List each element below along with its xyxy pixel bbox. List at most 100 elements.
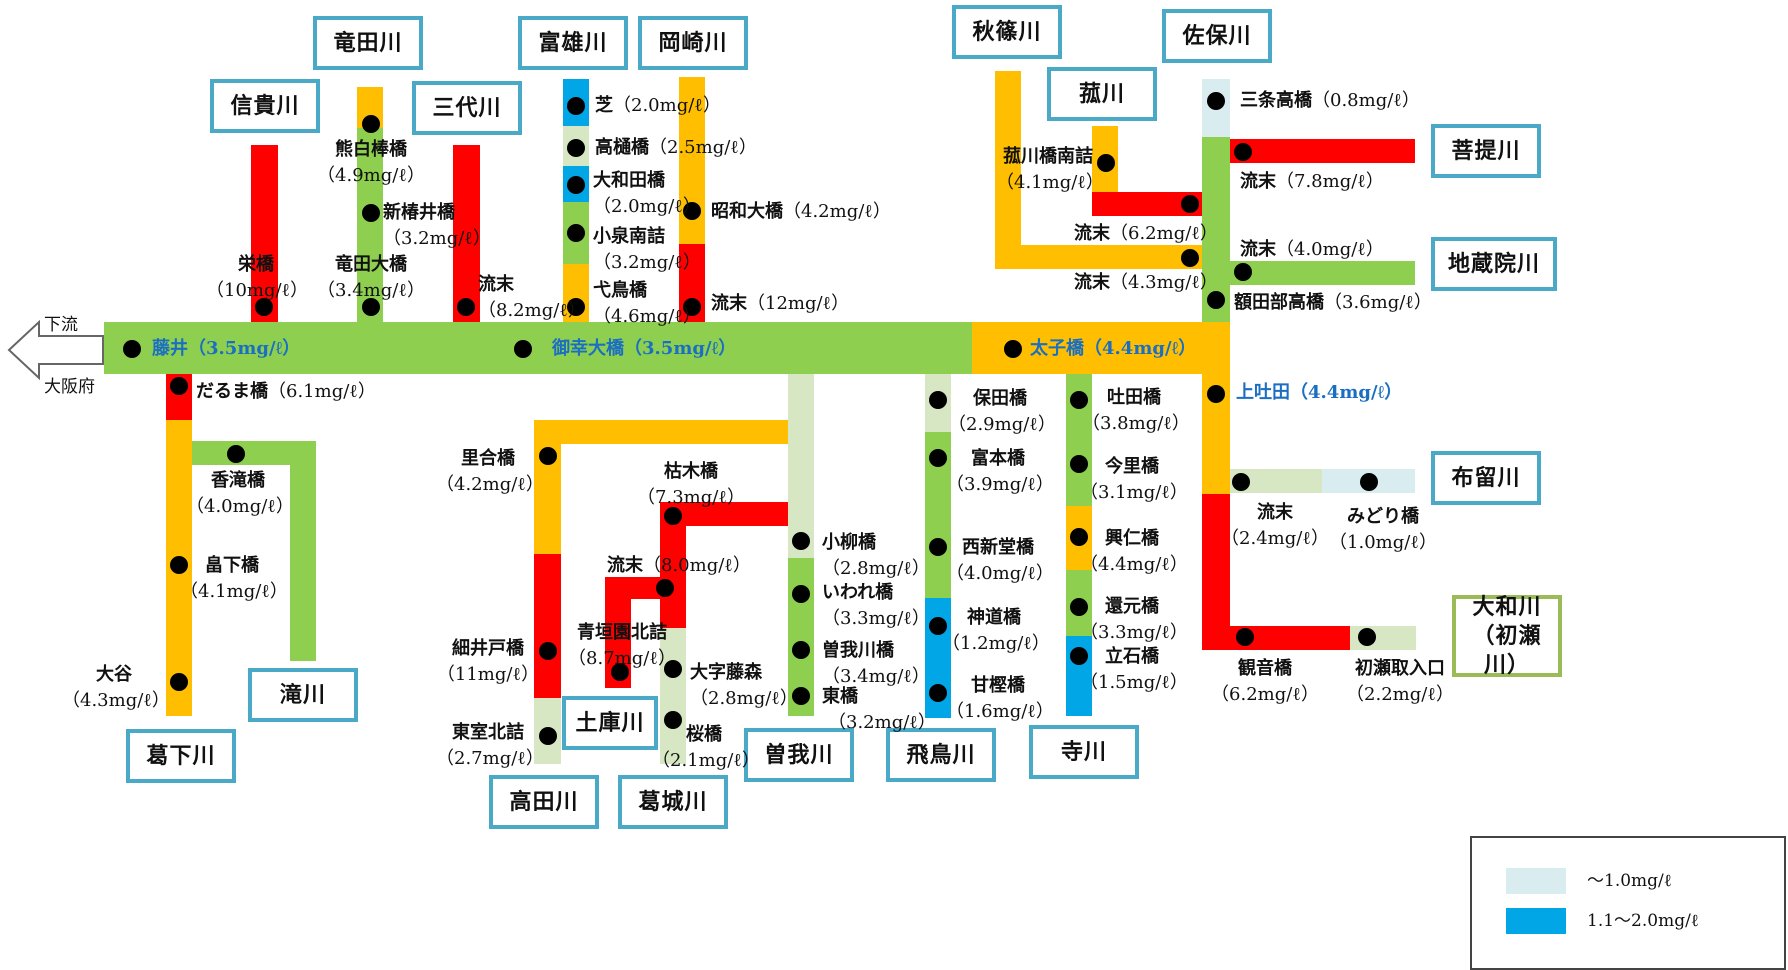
station-label-bodai-ryumatsu: 流末（7.8mg/ℓ） — [1240, 171, 1384, 192]
station-dot — [514, 340, 532, 358]
station-label-otani: 大谷（4.3mg/ℓ） — [62, 664, 170, 711]
station-label-komokita: 菰川橋南詰（4.1mg/ℓ） — [996, 146, 1104, 193]
takigawa-segment-vert — [290, 441, 316, 661]
station-label-koizumi: 小泉南詰（3.2mg/ℓ） — [593, 226, 701, 273]
tatsuta-segment-lower — [357, 128, 383, 322]
station-dot — [255, 298, 273, 316]
river-box-tatsuta: 竜田川 — [313, 16, 423, 70]
downstream-arrow-icon — [7, 319, 104, 381]
river-box-katsuge: 葛下川 — [126, 729, 236, 783]
station-label-shiba: 芝（2.0mg/ℓ） — [595, 95, 721, 116]
station-label-jizo-ryumatsu: 流末（4.0mg/ℓ） — [1240, 239, 1384, 260]
station-label-takahi: 高樋橋（2.5mg/ℓ） — [595, 137, 757, 158]
river-box-asuka: 飛鳥川 — [886, 728, 996, 782]
station-label-fujii: 藤井（3.5mg/ℓ） — [152, 338, 301, 359]
river-box-tomio: 富雄川 — [518, 16, 628, 70]
station-dot — [1070, 455, 1088, 473]
station-label-miyo-ryumatsu: 流末（8.2mg/ℓ） — [478, 274, 586, 321]
station-label-amakashi: 甘樫橋（1.6mg/ℓ） — [946, 675, 1054, 722]
jizoin-segment — [1230, 261, 1415, 285]
station-dot — [1181, 195, 1199, 213]
station-dot — [1181, 249, 1199, 267]
station-dot — [1070, 647, 1088, 665]
station-label-goko: 御幸大橋（3.5mg/ℓ） — [552, 338, 737, 359]
station-dot — [792, 585, 810, 603]
station-label-shintsubai: 新椿井橋（3.2mg/ℓ） — [383, 202, 491, 249]
station-dot — [170, 377, 188, 395]
station-dot — [792, 687, 810, 705]
river-box-okazaki: 岡崎川 — [638, 16, 748, 70]
river-box-saho: 佐保川 — [1162, 9, 1272, 63]
station-label-daruma: だるま橋（6.1mg/ℓ） — [196, 381, 376, 402]
river-box-soga: 曽我川 — [744, 728, 854, 782]
akishino-segment-horiz — [995, 245, 1202, 269]
legend-label-2: 1.1～2.0mg/ℓ — [1587, 911, 1699, 931]
legend-label-1: ～1.0mg/ℓ — [1587, 871, 1672, 891]
station-dot — [567, 97, 585, 115]
station-label-sato: 里合橋（4.2mg/ℓ） — [436, 448, 544, 495]
station-dot — [362, 115, 380, 133]
station-label-okazaki-ryumatsu: 流末（12mg/ℓ） — [711, 293, 850, 314]
station-dot — [539, 727, 557, 745]
station-dot — [1207, 92, 1225, 110]
station-label-hosoido: 細井戸橋（11mg/ℓ） — [436, 638, 540, 685]
mainstream-segment-kannon-vert — [1202, 494, 1230, 650]
station-label-azuma: 東橋（3.2mg/ℓ） — [822, 686, 936, 733]
station-label-sogagawa: 曽我川橋（3.4mg/ℓ） — [822, 640, 930, 687]
station-label-higashimuro: 東室北詰（2.7mg/ℓ） — [436, 722, 544, 769]
station-label-shindo: 神道橋（1.2mg/ℓ） — [942, 607, 1050, 654]
station-label-nukatabe: 額田部高橋（3.6mg/ℓ） — [1234, 292, 1432, 313]
station-label-oaza: 大字藤森（2.8mg/ℓ） — [690, 662, 798, 709]
station-dot — [227, 445, 245, 463]
station-dot — [123, 340, 141, 358]
station-dot — [929, 538, 947, 556]
takada-segment-red — [534, 554, 561, 698]
station-dot — [664, 507, 682, 525]
river-box-takigawa: 滝川 — [248, 668, 358, 722]
station-dot — [1236, 628, 1254, 646]
station-label-hota: 保田橋（2.9mg/ℓ） — [948, 388, 1056, 435]
station-dot — [567, 224, 585, 242]
station-dot — [362, 298, 380, 316]
station-label-tatsutaohashi: 竜田大橋（3.4mg/ℓ） — [317, 254, 425, 301]
station-dot — [567, 176, 585, 194]
station-dot — [1358, 628, 1376, 646]
station-label-furu-ryumatsu: 流末（2.4mg/ℓ） — [1221, 502, 1329, 549]
soga-segment-upper — [788, 374, 814, 558]
katsuragi-segment-light — [660, 628, 686, 764]
station-dot — [1360, 473, 1378, 491]
station-label-kamitoda: 上吐田（4.4mg/ℓ） — [1236, 382, 1403, 403]
station-dot — [362, 204, 380, 222]
station-label-showa: 昭和大橋（4.2mg/ℓ） — [711, 201, 891, 222]
station-label-iware: いわれ橋（3.3mg/ℓ） — [822, 582, 930, 629]
legend-swatch-1 — [1506, 868, 1566, 894]
station-label-yokuto: 弋鳥橋（4.6mg/ℓ） — [593, 280, 701, 327]
station-dot — [1234, 263, 1252, 281]
station-label-koyanagi: 小柳橋（2.8mg/ℓ） — [822, 532, 930, 579]
station-dot — [457, 298, 475, 316]
station-dot — [1207, 385, 1225, 403]
station-dot — [929, 684, 947, 702]
station-label-hatake: 畠下橋（4.1mg/ℓ） — [180, 555, 288, 602]
station-label-kangen: 還元橋（3.3mg/ℓ） — [1080, 596, 1188, 643]
river-box-tera: 寺川 — [1029, 725, 1139, 779]
station-label-sakae: 栄橋（10mg/ℓ） — [206, 254, 309, 301]
station-dot — [929, 449, 947, 467]
station-label-akishino-ryumatsu: 流末（4.3mg/ℓ） — [1074, 272, 1218, 293]
river-box-nobuki: 信貴川 — [210, 79, 320, 133]
river-box-tsuchikura: 土庫川 — [562, 696, 658, 750]
station-label-kumashiro: 熊白棒橋（4.9mg/ℓ） — [317, 139, 425, 186]
station-dot — [1004, 340, 1022, 358]
station-label-owada: 大和田橋（2.0mg/ℓ） — [593, 170, 701, 217]
station-dot — [664, 660, 682, 678]
station-label-tateishi: 立石橋（1.5mg/ℓ） — [1080, 646, 1188, 693]
station-dot — [1070, 598, 1088, 616]
station-label-karegi: 枯木橋（7.3mg/ℓ） — [637, 461, 745, 508]
osaka-label: 大阪府 — [44, 377, 95, 397]
legend-swatch-2 — [1506, 908, 1566, 934]
station-label-kannon: 観音橋（6.2mg/ℓ） — [1211, 658, 1319, 705]
bodai-segment — [1230, 139, 1415, 163]
station-dot — [1070, 528, 1088, 546]
station-dot — [611, 663, 629, 681]
station-dot — [929, 391, 947, 409]
